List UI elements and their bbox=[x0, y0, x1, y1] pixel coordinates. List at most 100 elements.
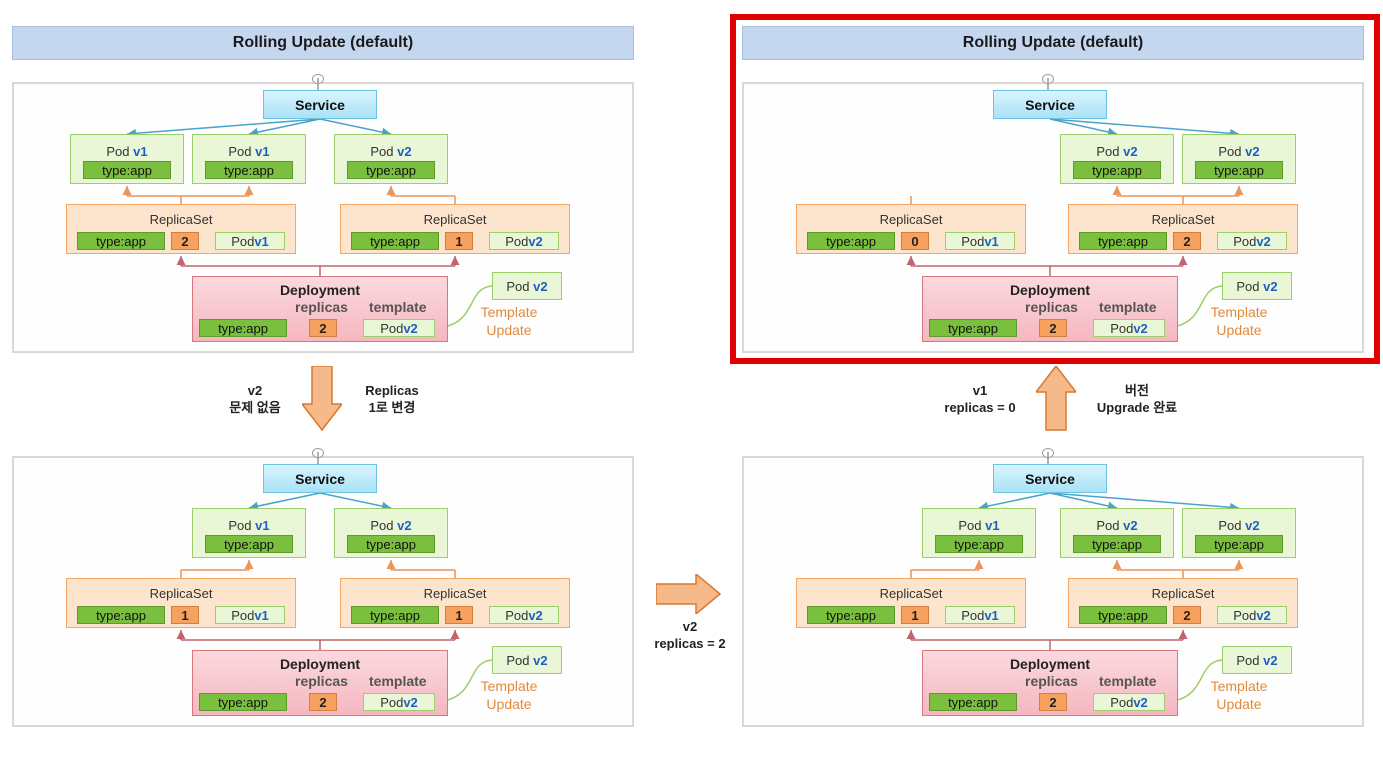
pod-version: v2 bbox=[397, 144, 412, 159]
template-label: template bbox=[369, 673, 427, 689]
replicaset-title: ReplicaSet bbox=[67, 586, 295, 601]
template-update-pod: Pod v2 bbox=[492, 272, 562, 300]
pod-label: Pod bbox=[106, 144, 130, 159]
pod-version: v2 bbox=[403, 694, 418, 710]
replicas-label: replicas bbox=[295, 673, 348, 689]
replicaset-label: ReplicaSet bbox=[149, 212, 213, 227]
count-value: 2 bbox=[319, 694, 327, 710]
template-label: template bbox=[369, 299, 427, 315]
deployment-label: Deployment bbox=[1009, 282, 1091, 298]
replica-count: 1 bbox=[445, 232, 473, 250]
pod-title: Pod v1 bbox=[193, 518, 305, 533]
pod-box: Pod v2 type:app bbox=[1060, 134, 1174, 184]
replicas-text: replicas bbox=[1025, 673, 1078, 689]
panel-header: Rolling Update (default) bbox=[742, 26, 1364, 60]
pod-version: v1 bbox=[255, 144, 270, 159]
pod-label: Pod bbox=[1236, 278, 1260, 294]
pod-version: v1 bbox=[985, 518, 1000, 533]
replica-count: 0 bbox=[901, 232, 929, 250]
replicaset-title: ReplicaSet bbox=[341, 212, 569, 227]
pod-label: Pod bbox=[370, 518, 394, 533]
pod-version: v1 bbox=[133, 144, 148, 159]
pod-title: Pod v2 bbox=[1183, 518, 1295, 533]
pod-title: Pod v2 bbox=[1061, 144, 1173, 159]
deployment-title: Deployment bbox=[923, 656, 1177, 672]
replica-count: 1 bbox=[901, 606, 929, 624]
pod-label: Pod bbox=[380, 320, 404, 336]
template-text: template bbox=[1099, 673, 1157, 689]
replica-count: 2 bbox=[171, 232, 199, 250]
pod-version: v2 bbox=[1256, 607, 1271, 623]
pod-version: v2 bbox=[1245, 144, 1260, 159]
count-value: 1 bbox=[911, 607, 919, 623]
pod-title: Pod v1 bbox=[193, 144, 305, 159]
count-value: 1 bbox=[455, 233, 463, 249]
pod-box: Pod v1 type:app bbox=[192, 508, 306, 558]
pod-label-tag: type:app bbox=[347, 161, 435, 179]
pod-label-tag: type:app bbox=[1073, 535, 1161, 553]
type-label: type:app bbox=[370, 233, 420, 249]
pod-label-tag: type:app bbox=[205, 535, 293, 553]
pod-label: Pod bbox=[1233, 233, 1257, 249]
replicaset-title: ReplicaSet bbox=[797, 212, 1025, 227]
selector-tag: type:app bbox=[929, 693, 1017, 711]
pod-label: Pod bbox=[380, 694, 404, 710]
selector-tag: type:app bbox=[351, 606, 439, 624]
deployment-label: Deployment bbox=[279, 656, 361, 672]
pod-version: v1 bbox=[255, 518, 270, 533]
pod-version: v2 bbox=[1123, 518, 1138, 533]
service-box: Service bbox=[993, 464, 1107, 493]
type-label: type:app bbox=[826, 233, 876, 249]
pod-version: v2 bbox=[1263, 652, 1278, 668]
pod-label: Pod bbox=[958, 518, 982, 533]
template-text: template bbox=[369, 299, 427, 315]
pod-label: Pod bbox=[1236, 652, 1260, 668]
pod-label-tag: type:app bbox=[1195, 535, 1283, 553]
replicas-text: replicas bbox=[1025, 299, 1078, 315]
type-label: type:app bbox=[954, 536, 1004, 552]
type-label: type:app bbox=[1098, 233, 1148, 249]
deployment-title: Deployment bbox=[923, 282, 1177, 298]
pod-version: v2 bbox=[1256, 233, 1271, 249]
service-box: Service bbox=[263, 90, 377, 119]
pod-label: Pod bbox=[506, 278, 530, 294]
pod-version: v1 bbox=[984, 233, 999, 249]
pod-title: Pod v1 bbox=[923, 518, 1035, 533]
deployment-template-pod: Pod v2 bbox=[1093, 693, 1165, 711]
pod-label: Pod bbox=[505, 233, 529, 249]
pod-version: v2 bbox=[528, 607, 543, 623]
template-text: template bbox=[1099, 299, 1157, 315]
pod-version: v2 bbox=[1245, 518, 1260, 533]
replicas-label: replicas bbox=[1025, 299, 1078, 315]
service-label: Service bbox=[295, 470, 345, 487]
template-pod-mini: Pod v1 bbox=[215, 606, 285, 624]
pod-label-tag: type:app bbox=[935, 535, 1023, 553]
template-pod-mini: Pod v2 bbox=[489, 606, 559, 624]
pod-label: Pod bbox=[961, 233, 985, 249]
selector-tag: type:app bbox=[929, 319, 1017, 337]
pod-title: Pod v2 bbox=[1183, 144, 1295, 159]
service-box: Service bbox=[263, 464, 377, 493]
replicaset-title: ReplicaSet bbox=[797, 586, 1025, 601]
pod-label: Pod bbox=[1110, 320, 1134, 336]
type-label: type:app bbox=[948, 320, 998, 336]
up-arrow-icon bbox=[1036, 366, 1076, 431]
pod-title: Pod v1 bbox=[71, 144, 183, 159]
pod-version: v2 bbox=[528, 233, 543, 249]
deployment-title: Deployment bbox=[193, 656, 447, 672]
deployment-replica-count: 2 bbox=[1039, 319, 1067, 337]
type-label: type:app bbox=[1092, 162, 1142, 178]
pod-box: Pod v2 type:app bbox=[1182, 508, 1296, 558]
deployment-template-pod: Pod v2 bbox=[363, 693, 435, 711]
type-label: type:app bbox=[826, 607, 876, 623]
template-update-line1: Template bbox=[480, 678, 538, 694]
service-label: Service bbox=[1025, 470, 1075, 487]
